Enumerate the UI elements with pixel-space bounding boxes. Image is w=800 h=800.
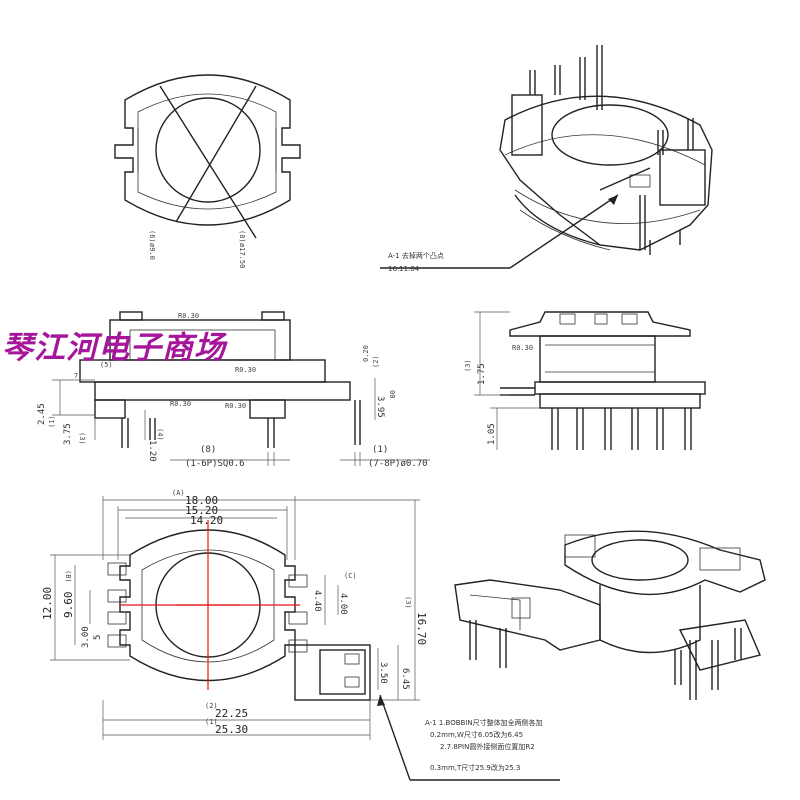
top-view: ø9.0 (6) ø17.50 (8) (114, 74, 301, 268)
dim-300: 3.00 (81, 626, 91, 648)
dim-375: 3.75 (63, 423, 73, 445)
pin-right-label: (7-8P)ø0.70 (368, 459, 428, 469)
isometric-view-top: A-1 去掉两个凸点 16.11.04 (380, 45, 713, 273)
pin-left-tag: (8) (200, 445, 216, 455)
dim-400: 4.00 (338, 593, 348, 615)
tag-2: (2) (372, 355, 380, 368)
dim-dia-inner-tag: (6) (148, 230, 156, 243)
tag-2-w: (2) (205, 702, 218, 710)
dim-r030-top: R0.30 (178, 312, 199, 320)
tag-1: (1) (48, 415, 56, 428)
dim-1670: 16.70 (415, 612, 428, 645)
tag-1-w: (1) (205, 718, 218, 726)
isometric-view-bottom: A-1 1.BOBBIN尺寸整体加全两侧各加 0.2mm,W尺寸6.05改为6.… (377, 530, 766, 781)
revision-note-2-line1: A-1 1.BOBBIN尺寸整体加全两侧各加 (425, 718, 543, 727)
revision-note-1-line2: 16.11.04 (388, 265, 420, 273)
dim-350: 3.50 (378, 662, 388, 684)
dim-245: 2.45 (37, 403, 47, 425)
tag-3: (3) (78, 432, 86, 445)
tag-3-h: (3) (404, 596, 412, 609)
dim-175: 1.75 (477, 363, 487, 385)
side-view: R0.30 R0.30 R0.30 R0.30 7 2.45 3.75 1.20… (37, 311, 430, 469)
bottom-view: 18.00 15.20 14.20 (A) 12.00 9.60 3.00 5 … (41, 489, 428, 740)
revision-note-2-line3: 2.7.8PIN圆外接侧面位置加R2 (440, 742, 535, 751)
dim-120: 1.20 (147, 440, 157, 462)
revision-note-1-line1: A-1 去掉两个凸点 (388, 251, 444, 260)
dim-1800: 18.00 (185, 494, 218, 507)
dim-020: 0.20 (362, 345, 370, 362)
tag-4: (4) (156, 428, 164, 441)
dim-r030-bot: R0.30 (170, 400, 191, 408)
tag-b: (B) (64, 570, 72, 583)
dim-00: 00 (388, 390, 396, 398)
dim-105: 1.05 (487, 423, 497, 445)
dim-2530: 25.30 (215, 723, 248, 736)
front-tag: (3) (464, 359, 472, 372)
pin-right-tag: (1) (372, 445, 388, 455)
dim-1520: 15.20 (185, 504, 218, 517)
dim-dia-outer-tag: (8) (238, 230, 246, 243)
tag-5: (5) (100, 361, 113, 369)
dim-7: 7 (74, 372, 78, 380)
dim-645: 6.45 (400, 668, 410, 690)
shop-watermark: 琴江河电子商场 (2, 330, 226, 366)
dim-395: 3.95 (375, 396, 385, 418)
dim-r030-bot2: R0.30 (225, 402, 246, 410)
pin-left-label: (1-6P)SQ0.6 (185, 459, 245, 469)
dim-r030-mid: R0.30 (235, 366, 256, 374)
revision-note-2-line2: 0.2mm,W尺寸6.05改为6.45 (430, 730, 523, 739)
dim-5: 5 (93, 635, 103, 640)
dim-960: 9.60 (62, 592, 75, 619)
dim-front-r: R0.30 (512, 344, 533, 352)
dim-dia-inner: ø9.0 (148, 243, 156, 260)
dim-1200: 12.00 (41, 587, 54, 620)
tag-c: (C) (344, 572, 357, 580)
tag-a-w: (A) (172, 489, 185, 497)
dim-dia-outer: ø17.50 (238, 243, 246, 268)
revision-note-2-line4: 0.3mm,T尺寸25.9改为25.3 (430, 763, 520, 772)
dim-1420: 14.20 (190, 514, 223, 527)
front-view: 1.75 (3) 1.05 R0.30 (464, 311, 706, 450)
dim-440: 4.40 (312, 590, 322, 612)
dim-2225: 22.25 (215, 707, 248, 720)
